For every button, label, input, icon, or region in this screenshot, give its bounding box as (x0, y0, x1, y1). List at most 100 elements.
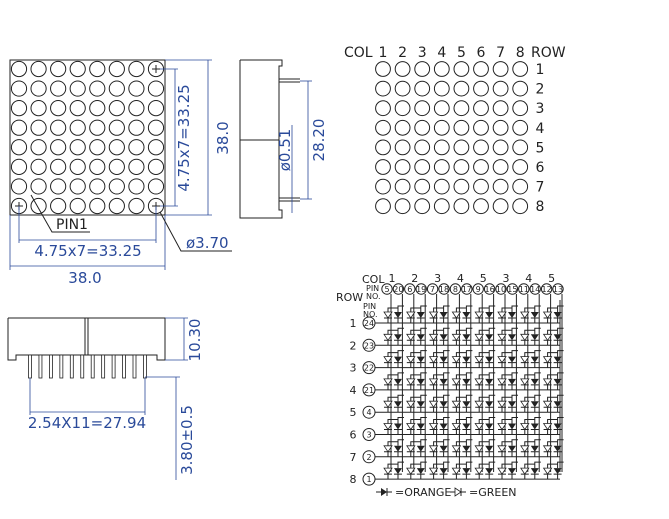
pin1-label: PIN1 (56, 217, 88, 233)
diode-wires (520, 417, 541, 435)
led-dot (128, 178, 145, 195)
orange-led-diode (508, 401, 516, 408)
front-body (9, 59, 166, 216)
diode-wires (498, 417, 518, 435)
led-dot (492, 119, 509, 136)
col-pin-circle (392, 283, 405, 295)
led-dot (512, 61, 529, 77)
led-dot (473, 159, 489, 175)
orange-led-diode (439, 445, 448, 452)
led-dot (414, 178, 431, 195)
diode-wires (406, 305, 427, 323)
col-pin-number: 6 (407, 285, 412, 294)
led-dot (108, 80, 125, 97)
led-dot (433, 100, 450, 117)
diode-wires (406, 350, 427, 368)
orange-led-diode (508, 312, 516, 318)
sch-col-number: 4 (525, 272, 532, 285)
diode-wires (543, 461, 564, 480)
orange-led-diode (439, 378, 448, 385)
diode-wires (429, 417, 450, 435)
led-dot (50, 119, 67, 136)
orange-led-diode (394, 378, 402, 385)
diode-wires (498, 305, 518, 323)
diode-wires (475, 417, 496, 435)
led-dot (512, 178, 529, 195)
row-pin-number: 24 (364, 319, 374, 328)
diode-wires (543, 394, 564, 413)
col-pin-number: 5 (384, 285, 389, 294)
sch-row-number: 4 (350, 384, 357, 397)
col-pin-number: 7 (430, 285, 435, 294)
row-pin-number: 21 (364, 386, 374, 395)
diode-wires (406, 439, 427, 457)
top-col-label: COL (344, 45, 373, 61)
col-pin-number: 10 (496, 285, 506, 294)
pin (69, 354, 74, 379)
orange-led-diode (462, 312, 471, 318)
led-dot (30, 197, 47, 215)
led-dot (128, 60, 145, 78)
row-pin-number: 4 (366, 408, 371, 417)
bottom-pins (28, 354, 147, 379)
led-dot (473, 198, 489, 215)
orange-led-diode (530, 312, 539, 318)
orange-led-diode (462, 423, 471, 430)
dot-diameter-leader (159, 211, 232, 252)
led-dot (453, 159, 470, 175)
led-dot (492, 178, 509, 195)
orange-led-diode (485, 468, 494, 475)
orange-led-diode (394, 423, 402, 430)
top-col-number: 3 (418, 45, 427, 61)
led-dot (69, 197, 86, 215)
diode-wires (498, 394, 518, 413)
led-dot (30, 100, 47, 117)
top-row-number: 1 (536, 62, 545, 78)
top-dot-grid (375, 61, 529, 215)
diode-wires (543, 439, 564, 457)
col-pin-number: 11 (519, 285, 529, 294)
led-dot (473, 61, 489, 77)
col-pin-circle (529, 283, 541, 295)
row-pin-number: 2 (366, 453, 371, 462)
pin (38, 354, 43, 379)
diode-wires (520, 327, 541, 346)
diode-wires (384, 461, 404, 480)
col-pin-circle (540, 283, 553, 295)
orange-led-diode (462, 378, 471, 385)
diode-wires (543, 372, 564, 390)
led-dot (473, 100, 489, 117)
led-dot (512, 198, 529, 215)
col-pin-number: 8 (453, 285, 458, 294)
col-pin-circle (449, 283, 462, 295)
top-row-number: 3 (536, 101, 545, 117)
orange-led-diode (462, 356, 471, 363)
row-pin-number: 22 (364, 364, 374, 373)
diode-wires (498, 350, 518, 368)
orange-led-diode (416, 468, 425, 475)
led-dot (433, 139, 450, 156)
diode-wires (543, 327, 564, 346)
led-dot (128, 80, 145, 97)
led-dot (89, 119, 106, 136)
led-dot (492, 139, 509, 156)
top-row-number: 6 (536, 160, 545, 176)
orange-led-diode (394, 445, 402, 452)
led-dot (433, 159, 450, 175)
pin-length: 3.80±0.5 (178, 405, 196, 475)
led-dot (30, 80, 47, 97)
orange-led-diode (439, 468, 448, 475)
led-dot (30, 158, 47, 175)
col-pin-circle (415, 283, 427, 295)
diode-wires (475, 372, 496, 390)
sch-row-number: 1 (350, 317, 357, 330)
led-dot (89, 100, 106, 117)
led-dot (414, 61, 431, 77)
led-dot (375, 198, 391, 215)
led-dot (375, 139, 391, 156)
led-dot (50, 178, 67, 195)
orange-led-diode (462, 334, 471, 341)
led-dot (69, 100, 86, 117)
orange-diode-icon (381, 488, 387, 496)
led-dot (147, 139, 165, 156)
